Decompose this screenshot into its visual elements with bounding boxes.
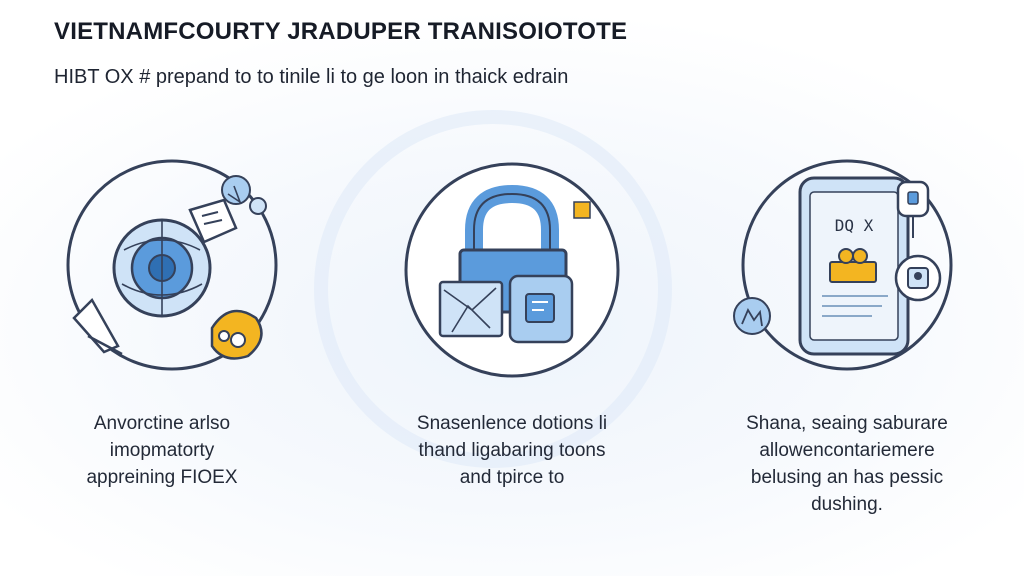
panel-globe xyxy=(52,150,292,380)
caption-line: Anvorctine arlso xyxy=(93,413,231,434)
caption-line: dushing. xyxy=(811,494,883,515)
caption-line: thand ligabaring toons xyxy=(418,440,606,461)
caption-line: Shana, seaing saburare xyxy=(746,413,948,434)
globe-network-icon xyxy=(66,159,278,371)
phone-screen-text: DQ X xyxy=(834,216,874,235)
page-title: VIETNAMFCOURTY JRADUPER TRANISOIOTOTE xyxy=(54,18,628,45)
caption-line: allowencontariemere xyxy=(759,440,935,461)
caption-line: imopmatorty xyxy=(109,440,215,461)
caption-line: appreining FIOEX xyxy=(86,467,238,488)
smartphone-icon xyxy=(733,159,953,371)
panel-phone: DQ X xyxy=(722,150,972,380)
page-subtitle: HIBT OX # prepand to to tinile li to ge … xyxy=(54,66,569,88)
panel-phone-caption: Shana, seaing saburare allowencontarieme… xyxy=(712,410,982,518)
caption-line: Snasenlence dotions li xyxy=(416,413,608,434)
padlock-icon xyxy=(404,162,620,378)
caption-line: belusing an has pessic xyxy=(750,467,944,488)
caption-line: and tpirce to xyxy=(459,467,565,488)
panel-lock xyxy=(392,150,632,390)
panel-lock-caption: Snasenlence dotions li thand ligabaring … xyxy=(382,410,642,491)
panel-globe-caption: Anvorctine arlso imopmatorty appreining … xyxy=(42,410,282,491)
